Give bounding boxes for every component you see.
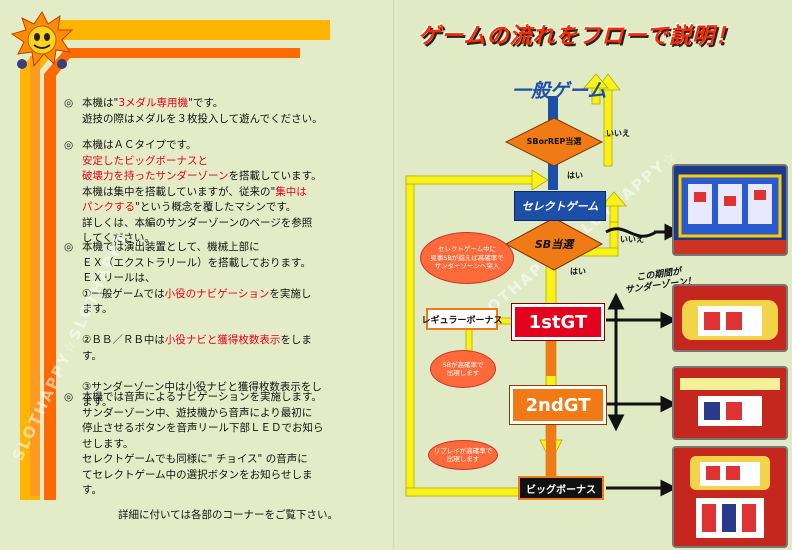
note-text: ＥＸ（エクストラリール）を搭載しております。: [82, 256, 312, 269]
note-line: [82, 364, 322, 380]
note-line: 安定したビッグボーナスと: [82, 154, 322, 170]
note-text: 遊技の際はメダルを３枚投入して遊んでください。: [82, 112, 323, 125]
gt1-screen-image: [672, 284, 788, 352]
mascot-icon: [10, 11, 74, 69]
big-bonus-screen-image: [672, 446, 788, 548]
highlight-text: 小役のナビゲーション: [164, 287, 270, 300]
footer-note: 詳細に付いては各部のコーナーをご覧下さい。: [118, 508, 338, 524]
note-text: 本機では音声によるナビゲーションを実施します。: [82, 391, 322, 403]
note-line: 本機では演出装置として、機械上部に: [82, 240, 322, 256]
flow-diagram: [405, 73, 682, 497]
note-text: 停止させるボタンを音声リール下部ＬＥＤでお知ら: [82, 422, 324, 434]
yes1-label: はい: [567, 171, 583, 180]
note-line: ＥＸリールは、: [82, 271, 322, 287]
note-text: をしま: [280, 334, 312, 346]
bullet-mark: ◎: [64, 241, 74, 253]
note-line: す。: [82, 483, 324, 499]
normal-game-label: 一般ゲーム: [512, 80, 607, 102]
left-page: ◎本機は"3メダル専用機"です。遊技の際はメダルを３枚投入して遊んでください。◎…: [10, 11, 338, 524]
note-line: 本機はＡＣタイプです。: [82, 138, 322, 154]
bubble-sb-frequent: SBが高確率で出現します: [430, 350, 496, 388]
note-line: 遊技の際はメダルを３枚投入して遊んでください。: [82, 112, 323, 128]
note-text: す。: [82, 349, 102, 362]
note-text: 本機は": [82, 97, 119, 109]
note-text: セレクトゲームでも同様に" チョイス" の音声に: [82, 453, 308, 465]
note-line: 詳しくは、本編のサンダーゾーンのページを参照: [82, 216, 322, 232]
note-text: 本機はＡＣタイプです。: [82, 139, 197, 151]
note-text: 本機では演出装置として、機械上部に: [82, 241, 260, 253]
note-line: 停止させるボタンを音声リール下部ＬＥＤでお知ら: [82, 421, 324, 437]
note-text: ます。: [82, 396, 113, 408]
select-game-screen-image: [672, 164, 788, 256]
highlight-text: 集中は: [275, 185, 307, 198]
bubble-replay-frequent: リプレイが高確率で出現します: [428, 440, 498, 470]
note-line: 本機では音声によるナビゲーションを実施します。: [82, 390, 324, 406]
note-text: ＥＸリールは、: [82, 272, 156, 284]
note-text: せします。: [82, 437, 134, 450]
gt2-screen-image: [672, 366, 788, 440]
footer-text: 詳細に付いては各部のコーナーをご覧下さい。: [118, 509, 338, 521]
note-text: を実施し: [269, 287, 312, 300]
note-line: 破壊力を持ったサンダーゾーンを搭載しています。: [82, 169, 322, 185]
note-line: てセレクトゲーム中の選択ボタンをお知らせしま: [82, 468, 324, 484]
note-line: す。: [82, 349, 322, 365]
bullet-mark: ◎: [64, 391, 74, 403]
note-line: サンダーゾーン中、遊技機から音声により最初に: [82, 406, 324, 422]
note-text: ①一般ゲームでは: [82, 287, 165, 300]
note-text: ます。: [82, 303, 113, 315]
note-text: サンダーゾーン中、遊技機から音声により最初に: [82, 406, 313, 419]
note-line: ③サンダーゾーン中は小役ナビと獲得枚数表示をし: [82, 380, 322, 396]
note-line: [82, 318, 322, 334]
no2-label: いいえ: [620, 235, 644, 244]
note-line: 本機は"3メダル専用機"です。: [82, 96, 323, 112]
note-line: パンクする"という概念を覆したマシンです。: [82, 200, 322, 216]
note-text: 詳しくは、本編のサンダーゾーンのページを参照: [82, 216, 313, 229]
highlight-text: 安定したビッグボーナスと: [82, 154, 208, 167]
highlight-text: パンクする: [82, 201, 136, 213]
regular-bonus-box: レギュラーボーナス: [422, 308, 503, 330]
note-line: ます。: [82, 395, 322, 411]
note-line: ます。: [82, 302, 322, 318]
gt1-box: 1stGT: [511, 303, 605, 341]
note-text: す。: [82, 484, 102, 496]
note-text: を搭載しています。: [228, 170, 322, 182]
note-line: せします。: [82, 437, 324, 453]
note-line: してください。: [82, 231, 322, 247]
note-text: 本機は集中を搭載していますが、従来の": [82, 185, 276, 198]
note-text: ②ＢＢ／ＲＢ中は: [82, 334, 165, 346]
note-text: てセレクトゲーム中の選択ボタンをお知らせしま: [82, 468, 313, 481]
highlight-text: 小役ナビと獲得枚数表示: [164, 334, 281, 346]
bullet-mark: ◎: [64, 97, 74, 109]
note-text: してください。: [82, 232, 155, 244]
note-line: セレクトゲームでも同様に" チョイス" の音声に: [82, 452, 324, 468]
q1-label: SBorREP当選: [526, 137, 582, 146]
note-text: "です。: [188, 97, 224, 109]
note-line: ＥＸ（エクストラリール）を搭載しております。: [82, 256, 322, 272]
q2-label: SB当選: [534, 238, 574, 251]
gt2-box: 2ndGT: [509, 385, 607, 425]
no1-label: いいえ: [606, 129, 630, 138]
decorative-stripes: [20, 20, 330, 500]
note-text: "という概念を覆したマシンです。: [135, 201, 297, 213]
note-text: ③サンダーゾーン中は小役ナビと獲得枚数表示をし: [82, 380, 322, 393]
note-line: ②ＢＢ／ＲＢ中は小役ナビと獲得枚数表示をしま: [82, 333, 322, 349]
big-bonus-box: ビッグボーナス: [518, 476, 604, 500]
bubble-select-sb: セレクトゲーム中に見事SBが揃えば高確率でサンダーゾーンへ突入: [420, 232, 514, 284]
highlight-text: 3メダル専用機: [118, 97, 189, 109]
note-line: ①一般ゲームでは小役のナビゲーションを実施し: [82, 287, 322, 303]
yes2-label: はい: [570, 267, 586, 276]
note-line: 本機は集中を搭載していますが、従来の"集中は: [82, 185, 322, 201]
bullet-mark: ◎: [64, 139, 74, 151]
flow-title: ゲームの流れをフローで説明！: [418, 24, 739, 49]
highlight-text: 破壊力を持ったサンダーゾーン: [82, 170, 229, 182]
select-game-box: セレクトゲーム: [514, 191, 606, 221]
